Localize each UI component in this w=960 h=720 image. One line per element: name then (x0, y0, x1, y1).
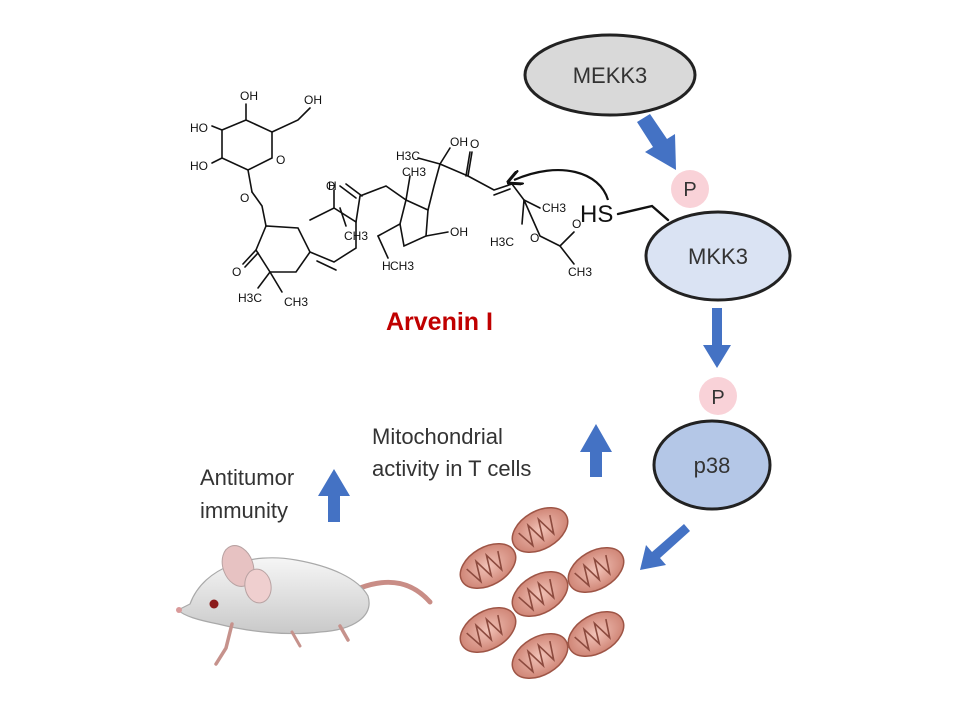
atom-o-ester-2: O (572, 217, 581, 231)
atom-oh-3: OH (450, 135, 468, 149)
activation-arrow-mkk3-p38 (703, 308, 731, 368)
phospho-label-2: P (711, 387, 724, 409)
mitochondrion-icon (511, 632, 569, 680)
node-mkk3: MKK3 (644, 210, 792, 302)
atom-h3c-3: H3C (490, 235, 514, 249)
atom-h-1: H (328, 179, 337, 193)
atom-ho-2: HO (190, 159, 208, 173)
atom-ch3-3: CH3 (402, 165, 426, 179)
mitochondrion-icon (511, 570, 569, 618)
effect-antitumor-immunity: Antitumor immunity (200, 465, 350, 523)
compound-name: Arvenin I (386, 308, 493, 336)
atom-o-ring: O (276, 153, 285, 167)
thiol-group: HS (580, 201, 670, 228)
node-p38: p38 (652, 419, 772, 511)
chemical-structure: HO OH OH HO O O O H3C CH3 H CH3 O H CH3 … (190, 89, 610, 309)
mito-activity-line2: activity in T cells (372, 456, 531, 481)
mitochondrion-icon (567, 610, 625, 658)
node-mekk3-label: MEKK3 (573, 63, 648, 88)
up-arrow-icon (580, 424, 612, 477)
mitochondrion-icon (511, 506, 569, 554)
phospho-badge-mkk3: P (671, 170, 709, 208)
atom-ch3-5: CH3 (542, 201, 566, 215)
atom-ch3-1: CH3 (284, 295, 308, 309)
arrow-p38-mitochondria (640, 524, 690, 570)
atom-h3c-2: H3C (396, 149, 420, 163)
atom-ch3-2: CH3 (344, 229, 368, 243)
phospho-label-1: P (683, 179, 696, 201)
up-arrow-icon (318, 469, 350, 522)
mouse-icon (176, 545, 433, 666)
thiol-label: HS (580, 201, 613, 228)
effect-mitochondrial-activity: Mitochondrial activity in T cells (372, 424, 612, 481)
mito-activity-line1: Mitochondrial (372, 424, 503, 449)
node-mkk3-label: MKK3 (688, 244, 748, 269)
atom-ho-1: HO (190, 121, 208, 135)
atom-ch3-6: CH3 (568, 265, 592, 279)
activation-arrow-mekk3-mkk3 (637, 114, 676, 170)
atom-oh-4: OH (450, 225, 468, 239)
atom-o-link: O (240, 191, 249, 205)
atom-o-ester: O (530, 231, 539, 245)
node-mekk3: MEKK3 (523, 33, 697, 117)
atom-h3c-1: H3C (238, 291, 262, 305)
atom-o-ketone-1: O (232, 265, 241, 279)
atom-h-2: H (382, 259, 391, 273)
atom-oh-2: OH (304, 93, 322, 107)
mitochondrion-icon (567, 546, 625, 594)
atom-o-ketone-3: O (470, 137, 479, 151)
node-p38-label: p38 (694, 453, 731, 478)
phospho-badge-p38: P (699, 377, 737, 415)
atom-ch3-4: CH3 (390, 259, 414, 273)
antitumor-line1: Antitumor (200, 465, 294, 490)
mitochondria-cluster (459, 506, 625, 680)
atom-oh-1: OH (240, 89, 258, 103)
atom-o-ketone-2: O (326, 179, 335, 193)
mitochondrion-icon (459, 542, 517, 590)
mitochondrion-icon (459, 606, 517, 654)
antitumor-line2: immunity (200, 498, 288, 523)
